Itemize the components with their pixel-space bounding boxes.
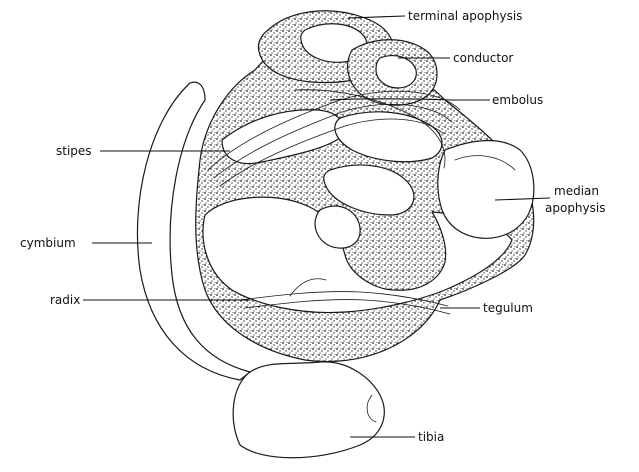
label-median-line2: apophysis xyxy=(545,201,605,215)
label-tegulum: tegulum xyxy=(483,301,533,315)
label-conductor: conductor xyxy=(453,51,513,65)
label-median-line1: median xyxy=(554,184,599,198)
label-radix: radix xyxy=(50,293,80,307)
label-embolus: embolus xyxy=(492,93,543,107)
label-stipes: stipes xyxy=(56,144,92,158)
label-cymbium: cymbium xyxy=(20,236,76,250)
label-tibia: tibia xyxy=(418,430,444,444)
tibia-shape xyxy=(233,362,384,458)
label-terminal-apophysis: terminal apophysis xyxy=(408,9,522,23)
median-apophysis-shape xyxy=(438,141,534,239)
